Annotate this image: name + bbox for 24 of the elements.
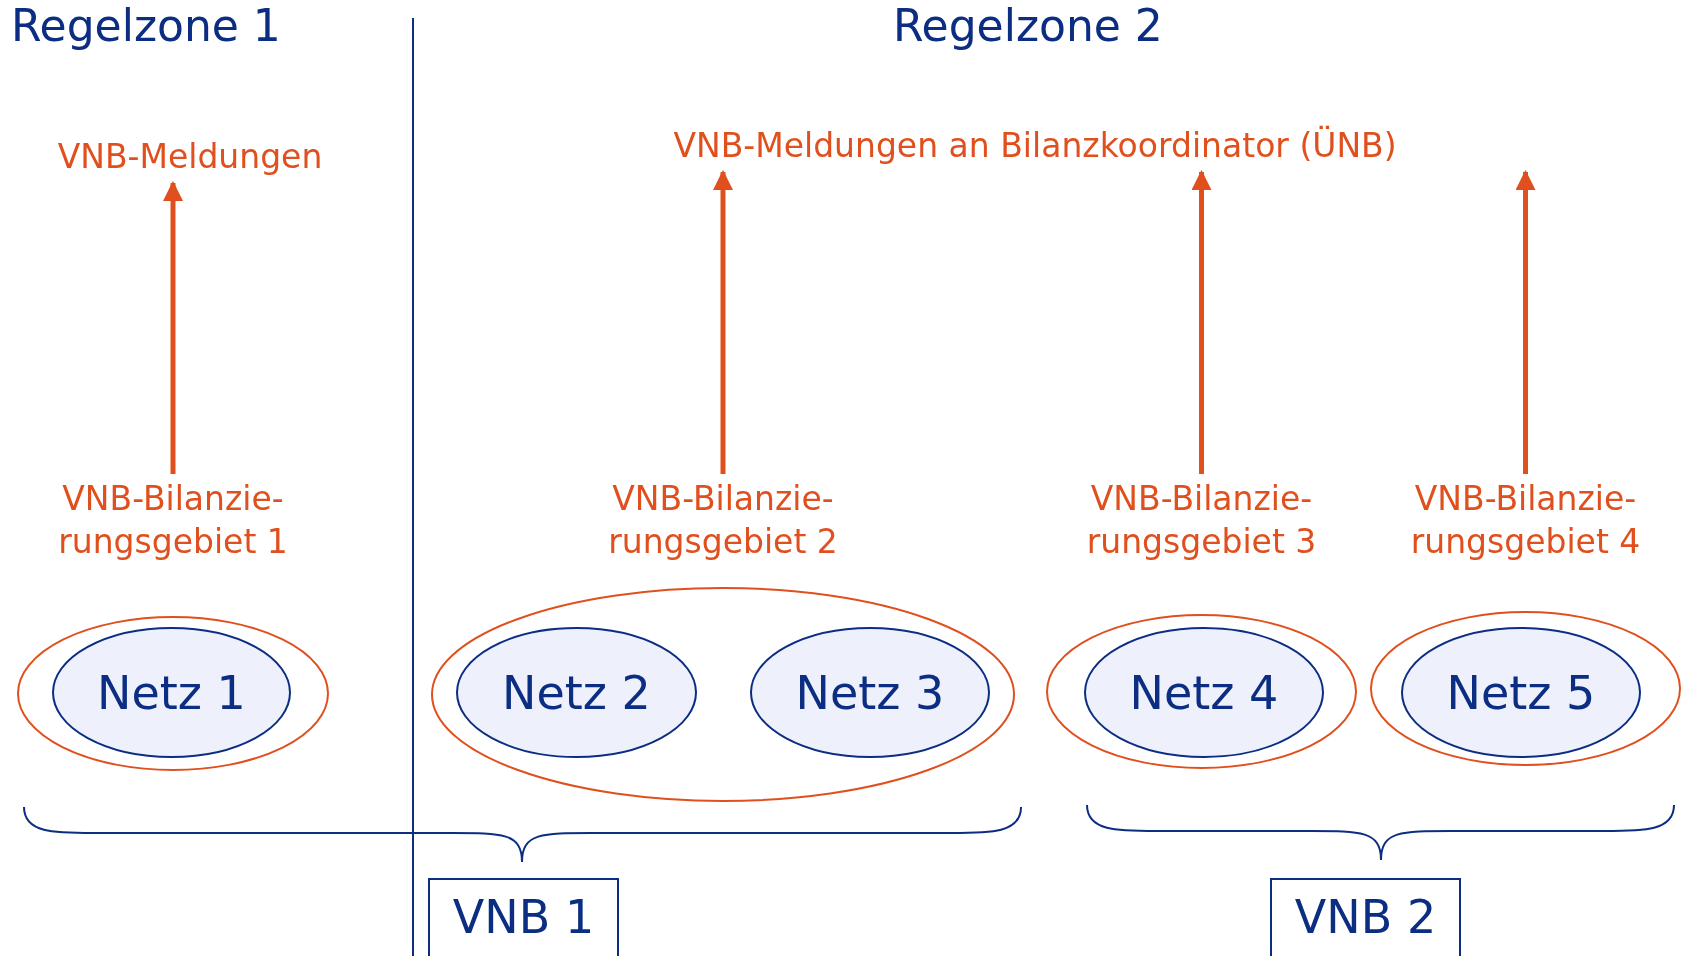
operator-box: VNB 2	[1270, 878, 1461, 956]
zone-title: Regelzone 1	[11, 2, 281, 51]
area-label: VNB-Bilanzie- rungsgebiet 3	[1085, 478, 1318, 563]
grid-ellipse	[750, 627, 990, 758]
grid-label: Netz 5	[1446, 665, 1596, 720]
zone-title: Regelzone 2	[893, 2, 1163, 51]
operator-box: VNB 1	[428, 878, 619, 956]
grid-ellipse	[1084, 627, 1324, 758]
arrow	[163, 180, 183, 474]
area-label: VNB-Bilanzie- rungsgebiet 2	[607, 478, 839, 563]
grid-label: Netz 1	[97, 665, 246, 720]
grid-ellipse	[1401, 627, 1641, 758]
report-label: VNB-Meldungen	[30, 136, 350, 179]
arrow	[1191, 169, 1212, 474]
report-label: VNB-Meldungen an Bilanzkoordinator (ÜNB)	[600, 125, 1470, 168]
grid-label: Netz 4	[1129, 665, 1279, 720]
area-label: VNB-Bilanzie- rungsgebiet 4	[1409, 478, 1642, 563]
grid-label: Netz 3	[795, 665, 945, 720]
grid-label: Netz 2	[502, 665, 651, 720]
area-label: VNB-Bilanzie- rungsgebiet 1	[57, 478, 289, 563]
grid-ellipse	[52, 627, 291, 758]
arrow	[1515, 169, 1536, 474]
grid-ellipse	[456, 627, 697, 758]
arrow	[713, 169, 733, 474]
